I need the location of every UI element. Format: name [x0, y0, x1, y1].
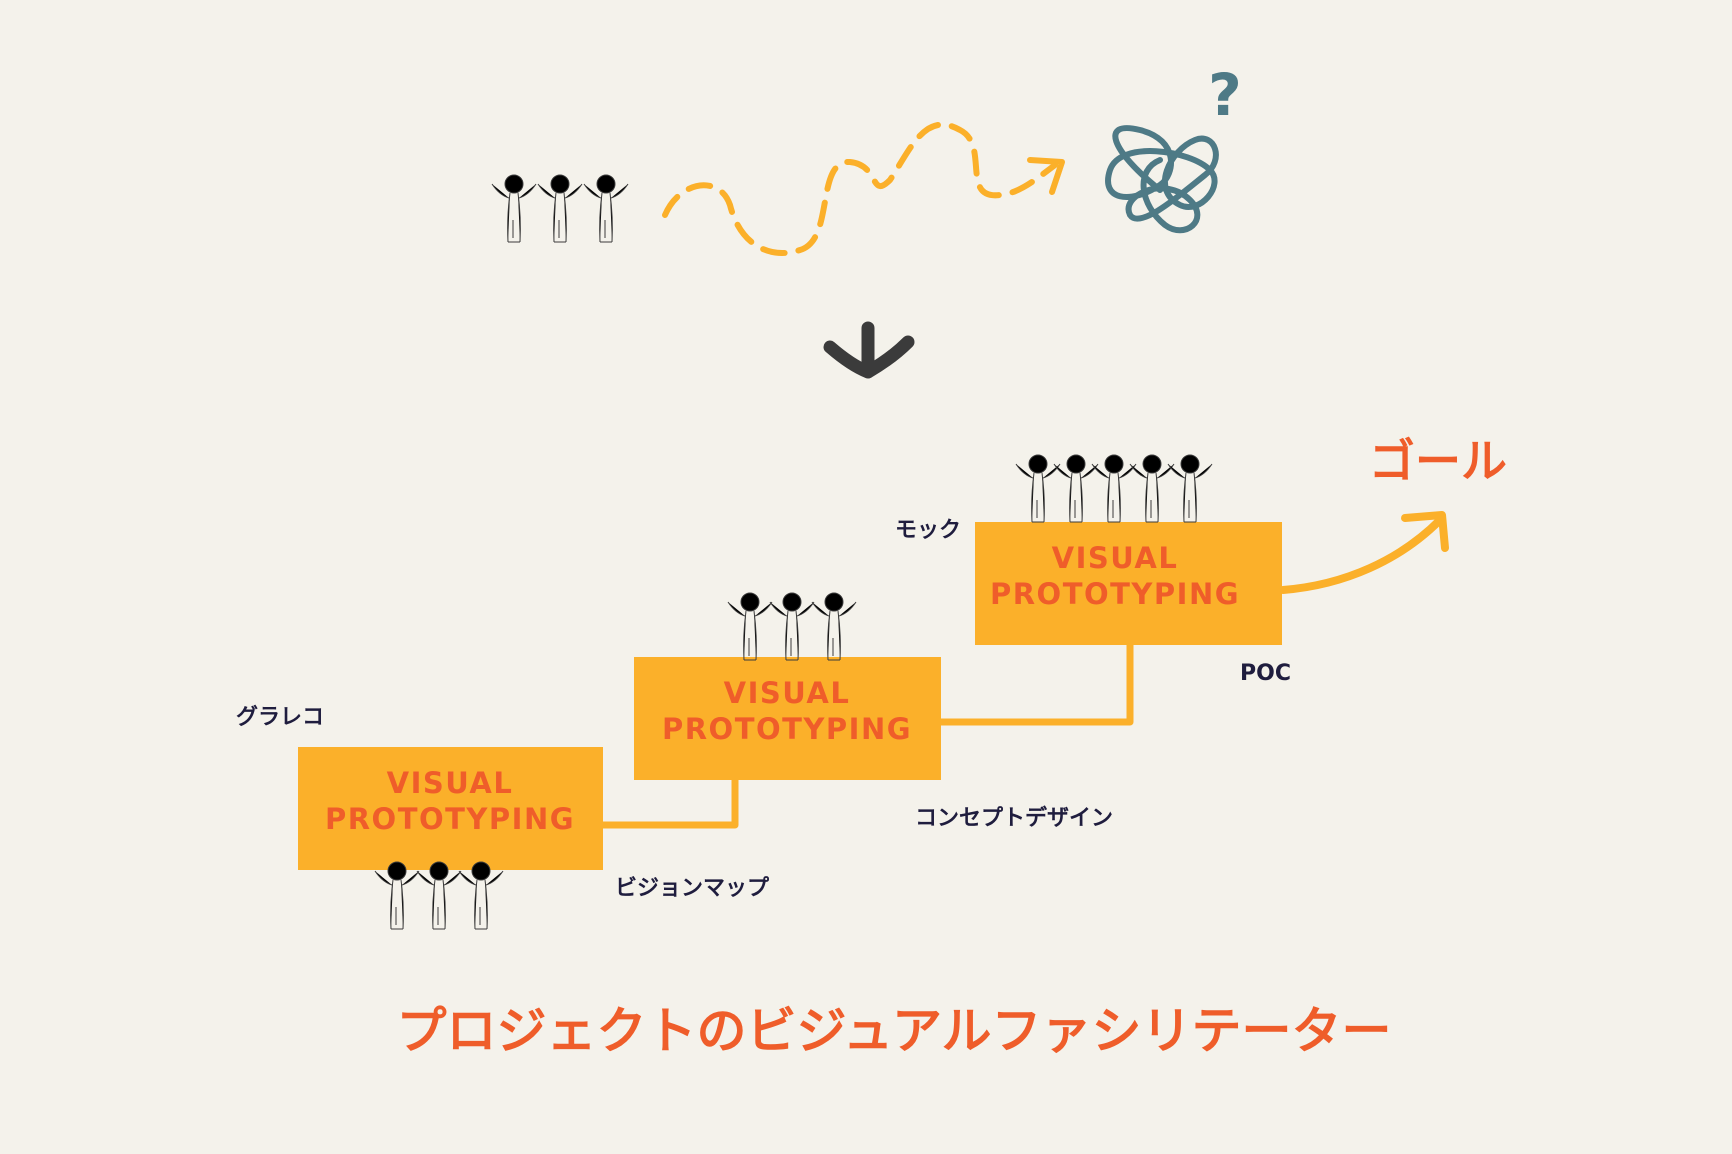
dashed-path-arrowhead — [1027, 157, 1065, 195]
label-concept-design: コンセプトデザイン — [915, 805, 1113, 831]
intro-team — [491, 174, 629, 243]
stage-box-3-line2: PROTOTYPING — [990, 577, 1240, 611]
stage-box-2: VISUAL PROTOTYPING — [634, 657, 941, 780]
person-icon — [583, 174, 629, 243]
team-stage-3 — [1015, 454, 1213, 523]
person-icon — [1015, 454, 1061, 523]
label-vision-map: ビジョンマップ — [615, 876, 770, 901]
person-icon — [1053, 454, 1099, 523]
label-graphic-recording: グラレコ — [236, 704, 324, 730]
person-icon — [769, 592, 815, 661]
team-stage-1 — [374, 861, 504, 930]
stage-box-3: VISUAL PROTOTYPING — [975, 522, 1282, 645]
stage-box-2-line2: PROTOTYPING — [662, 712, 912, 746]
stage-box-3-line1: VISUAL — [1052, 541, 1179, 575]
person-icon — [491, 174, 537, 243]
stage-box-1-line2: PROTOTYPING — [325, 802, 575, 836]
stage-box-1-line1: VISUAL — [387, 766, 514, 800]
person-icon — [1091, 454, 1137, 523]
person-icon — [1167, 454, 1213, 523]
tangle-icon — [1105, 125, 1219, 234]
person-icon — [416, 861, 462, 930]
down-arrow-icon — [823, 321, 915, 379]
page-title: プロジェクトのビジュアルファシリテーター — [397, 1002, 1392, 1060]
question-mark-icon: ? — [1208, 61, 1242, 129]
goal-arrowhead — [1401, 511, 1449, 552]
person-icon — [727, 592, 773, 661]
dashed-path-arrow — [662, 121, 1058, 256]
person-icon — [537, 174, 583, 243]
goal-arrow-icon — [1279, 516, 1444, 594]
goal-label: ゴール — [1369, 434, 1507, 488]
stage-box-1: VISUAL PROTOTYPING — [298, 747, 603, 870]
team-stage-2 — [727, 592, 857, 661]
person-icon — [374, 861, 420, 930]
person-icon — [1129, 454, 1175, 523]
stage-box-2-line1: VISUAL — [724, 676, 851, 710]
connector-2-3 — [936, 638, 1134, 726]
label-mock: モック — [895, 518, 961, 543]
label-poc: POC — [1240, 661, 1291, 686]
connector-1-2 — [598, 774, 739, 829]
person-icon — [811, 592, 857, 661]
person-icon — [458, 861, 504, 930]
